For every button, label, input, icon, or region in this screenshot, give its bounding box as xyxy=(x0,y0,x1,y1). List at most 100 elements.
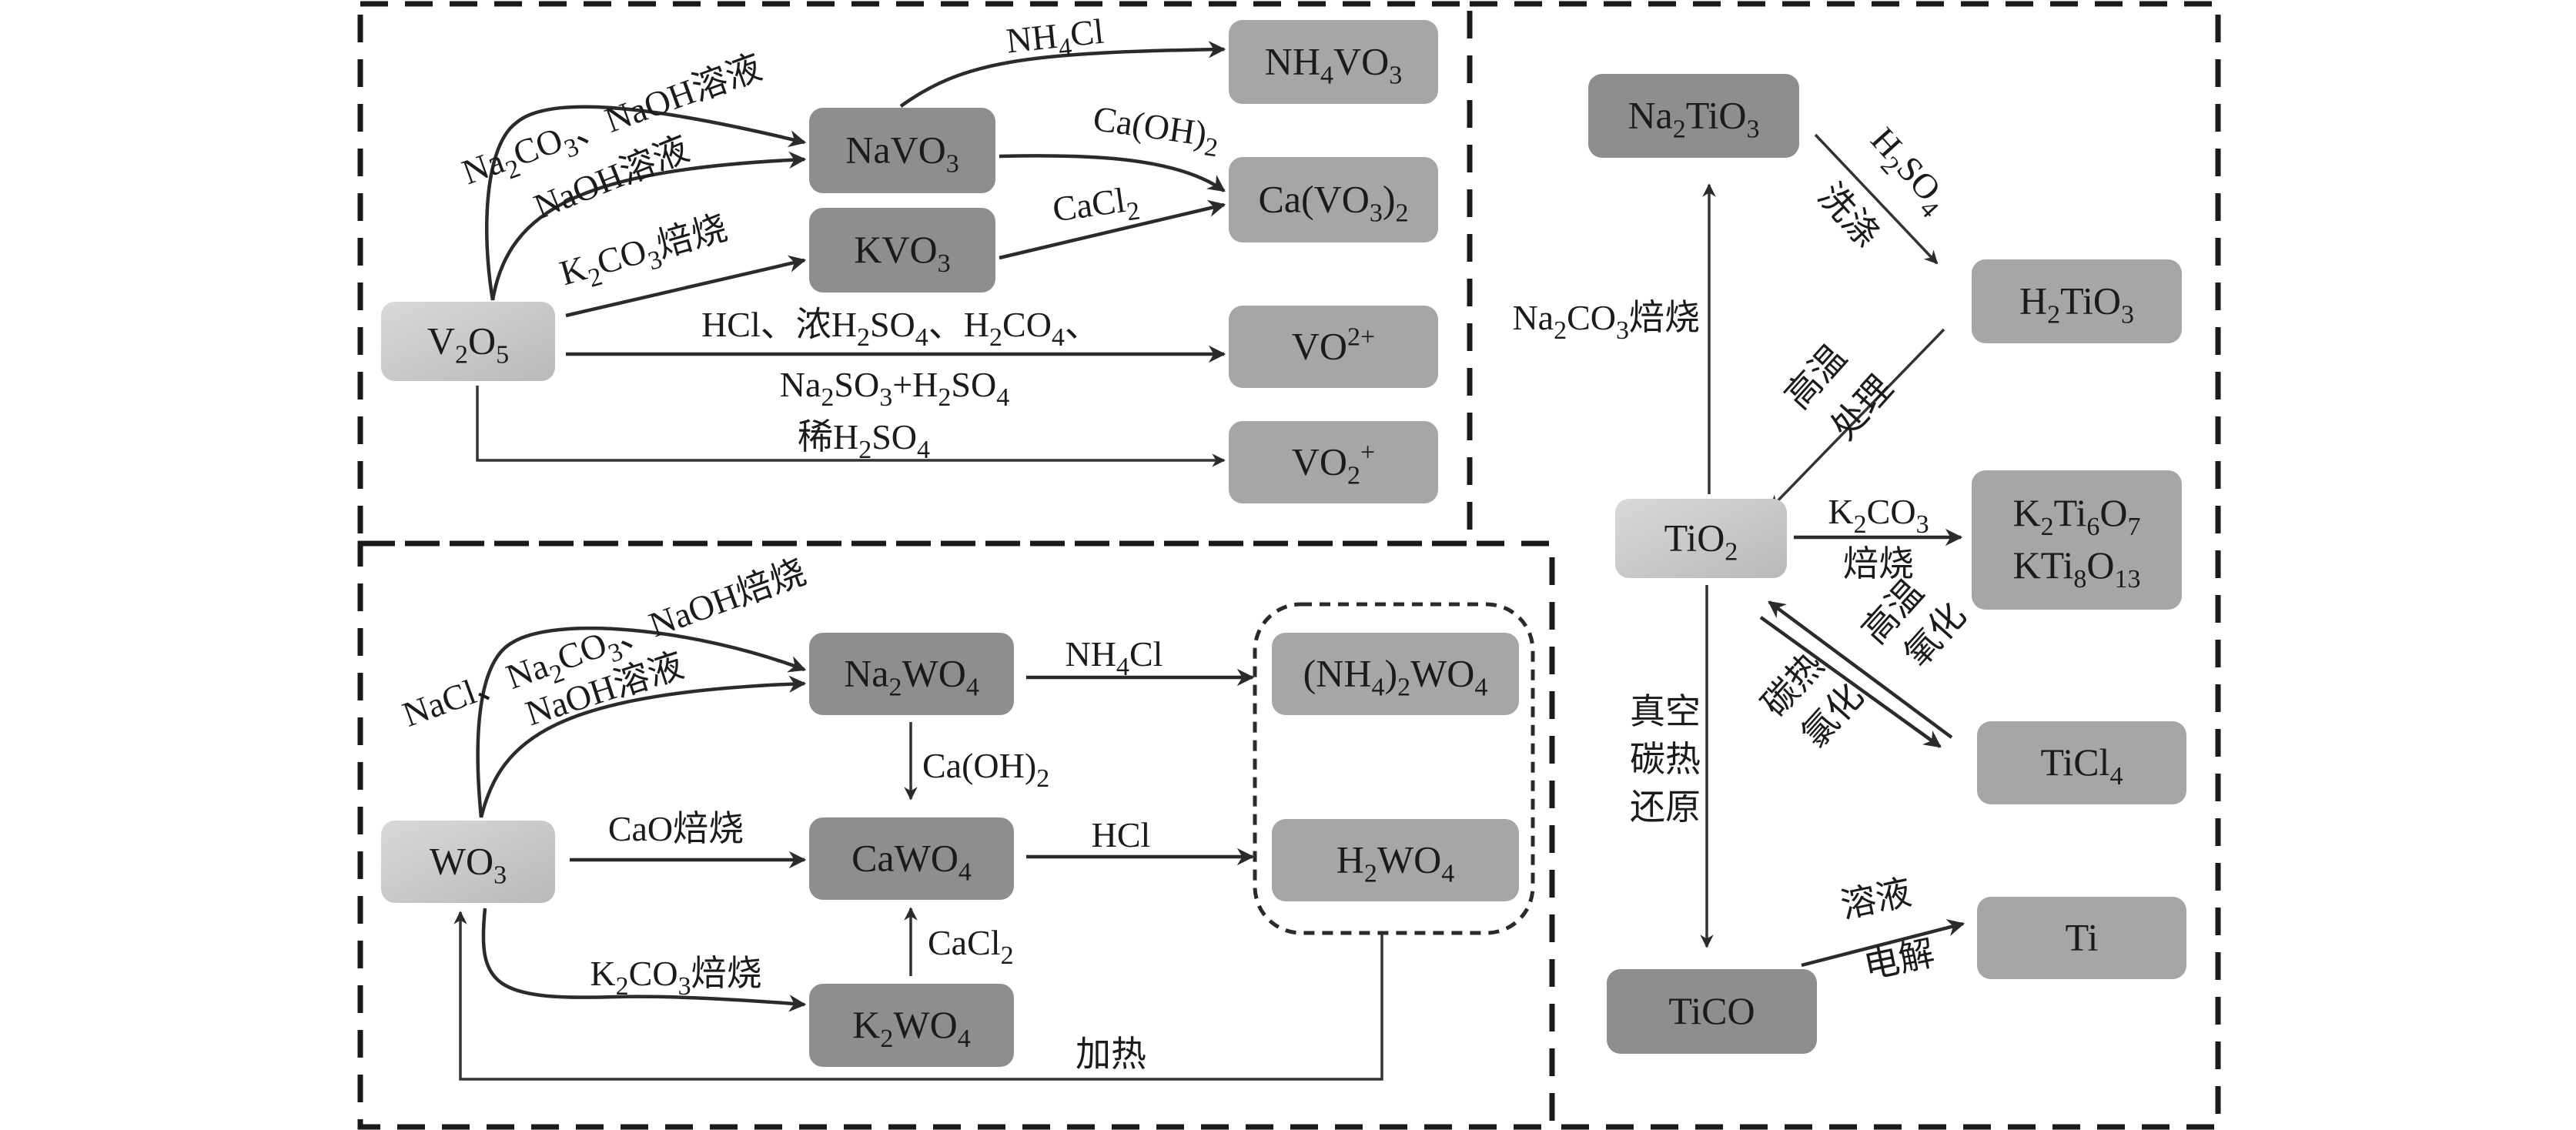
edge-tico-ti xyxy=(1801,919,1965,968)
label-t-roast: 焙烧 xyxy=(1843,544,1914,583)
edge-wo3-na2wo4-inner xyxy=(479,675,807,818)
label-t-vacuum: 真空 xyxy=(1630,692,1701,731)
label-v-caoh2: Ca(OH)2 xyxy=(1089,99,1222,162)
label-v-dilute-h2so4: 稀H2SO4 xyxy=(798,417,930,464)
edge-kvo3-cavo32 xyxy=(999,199,1226,260)
node-na2wo4: Na2WO4 xyxy=(809,633,1014,715)
node-pervanadyl: VO2+ xyxy=(1229,421,1438,503)
edge-h2wo4-wo3-heating xyxy=(453,911,1383,1081)
node-na2wo4-box xyxy=(809,633,1014,715)
node-navo3: NaVO3 xyxy=(809,108,995,193)
node-ti-box xyxy=(1977,897,2186,979)
node-cawo4: CaWO4 xyxy=(809,817,1014,900)
node-potassium-titanates-label-line1: K2Ti6O7 xyxy=(2013,491,2141,541)
edge-wo3-na2wo4-outer xyxy=(476,626,807,818)
node-v2o5: V2O5 xyxy=(381,302,555,381)
edge-v2o5-pervanadyl xyxy=(476,386,1226,467)
edge-tio2-ticl4 xyxy=(1759,616,1942,748)
label-v-nh4cl: NH4Cl xyxy=(1005,12,1107,69)
node-potassium-titanates-label-line2: KTi8O13 xyxy=(2013,543,2141,593)
node-k2wo4-label: K2WO4 xyxy=(852,1003,970,1053)
node-cavo32-box xyxy=(1229,157,1438,242)
node-ticl4: TiCl4 xyxy=(1977,721,2186,804)
edges xyxy=(453,41,1965,1081)
label-w-k2co3-roast: K2CO3焙烧 xyxy=(590,954,761,1001)
label-t-solution: 溶液 xyxy=(1837,872,1915,925)
node-h2wo4-box xyxy=(1272,819,1519,901)
node-vo2plus: VO2+ xyxy=(1229,306,1438,388)
edge-wo3-k2wo4 xyxy=(481,908,807,1012)
node-tio2-label: TiO2 xyxy=(1664,517,1738,567)
node-navo3-label: NaVO3 xyxy=(845,129,959,179)
edge-v2o5-navo3-inner xyxy=(490,151,807,301)
edge-na2tio3-h2tio3 xyxy=(1814,133,1939,265)
node-kvo3-box xyxy=(809,208,995,293)
node-na2tio3-box xyxy=(1588,74,1799,158)
label-v-acids-line1: HCl、浓H2SO4、H2CO4、 xyxy=(701,305,1100,352)
node-h2wo4: H2WO4 xyxy=(1272,819,1519,901)
node-cavo32-label: Ca(VO3)2 xyxy=(1258,178,1408,228)
node-cawo4-box xyxy=(809,817,1014,900)
node-potassium-titanates-box xyxy=(1972,470,2182,610)
node-cavo32: Ca(VO3)2 xyxy=(1229,157,1438,242)
node-na2tio3-label: Na2TiO3 xyxy=(1628,94,1759,144)
node-v2o5-box xyxy=(381,302,555,381)
label-w-caoh2: Ca(OH)2 xyxy=(922,746,1049,793)
node-ticl4-label: TiCl4 xyxy=(2041,741,2123,791)
titanium-panel-frame xyxy=(1470,1,2221,1130)
edge-ticl4-tio2 xyxy=(1768,600,1953,739)
edge-v2o5-kvo3 xyxy=(565,255,807,318)
node-ticl4-box xyxy=(1977,721,2186,804)
node-v2o5-label: V2O5 xyxy=(427,319,509,369)
node-pervanadyl-box xyxy=(1229,421,1438,503)
node-wo3-label: WO3 xyxy=(430,840,507,890)
node-h2wo4-label: H2WO4 xyxy=(1337,838,1454,888)
node-nh42wo4-label: (NH4)2WO4 xyxy=(1303,652,1488,702)
node-h2tio3-box xyxy=(1972,259,2182,343)
label-w-nh4cl: NH4Cl xyxy=(1066,634,1163,681)
node-ti: Ti xyxy=(1977,897,2186,979)
label-v-acids-line2: Na2SO3+H2SO4 xyxy=(780,365,1009,412)
edge-v2o5-navo3-outer xyxy=(485,105,807,301)
node-ti-label: Ti xyxy=(2066,916,2099,959)
node-navo3-box xyxy=(809,108,995,193)
edge-h2tio3-tio2 xyxy=(1769,328,1945,510)
edge-navo3-nh4vo3 xyxy=(899,41,1226,108)
node-wo3-box xyxy=(381,821,555,903)
node-nh4vo3: NH4VO3 xyxy=(1229,20,1438,104)
label-t-carbothermal-2: 碳热 xyxy=(1630,740,1701,779)
node-na2wo4-label: Na2WO4 xyxy=(844,652,979,702)
label-t-reduction: 还原 xyxy=(1630,787,1701,827)
node-tio2-box xyxy=(1615,499,1787,578)
node-tio2: TiO2 xyxy=(1615,499,1787,578)
node-k2wo4-box xyxy=(809,984,1014,1067)
node-tico: TiCO xyxy=(1607,969,1817,1054)
label-w-nacl-na2co3-naoh: NaCl、Na2CO3、NaOH焙烧 xyxy=(397,552,813,741)
label-w-hcl: HCl xyxy=(1092,815,1151,854)
tungstic-products-group xyxy=(1253,602,1535,935)
node-wo3: WO3 xyxy=(381,821,555,903)
node-kvo3-label: KVO3 xyxy=(854,228,950,278)
node-nh4vo3-box xyxy=(1229,20,1438,104)
node-na2tio3: Na2TiO3 xyxy=(1588,74,1799,158)
node-vo2plus-box xyxy=(1229,306,1438,388)
tungsten-panel-frame xyxy=(357,540,1555,1130)
label-w-cacl2: CaCl2 xyxy=(928,923,1014,970)
node-cawo4-label: CaWO4 xyxy=(851,837,972,887)
node-h2tio3: H2TiO3 xyxy=(1972,259,2182,343)
node-h2tio3-label: H2TiO3 xyxy=(2019,279,2134,329)
node-tico-box xyxy=(1607,969,1817,1054)
panel-frames xyxy=(357,1,2221,1130)
node-kvo3: KVO3 xyxy=(809,208,995,293)
label-v-k2co3-roast: K2CO3焙烧 xyxy=(555,208,733,300)
label-t-electrolysis: 电解 xyxy=(1860,933,1938,986)
node-vo2plus-label: VO2+ xyxy=(1292,323,1375,368)
label-w-heating: 加热 xyxy=(1076,1035,1146,1074)
node-nh42wo4-box xyxy=(1272,633,1519,715)
label-t-k2co3: K2CO3 xyxy=(1828,492,1929,539)
label-t-h2so4: H2SO4 xyxy=(1858,120,1958,223)
node-nh4vo3-label: NH4VO3 xyxy=(1265,40,1402,90)
